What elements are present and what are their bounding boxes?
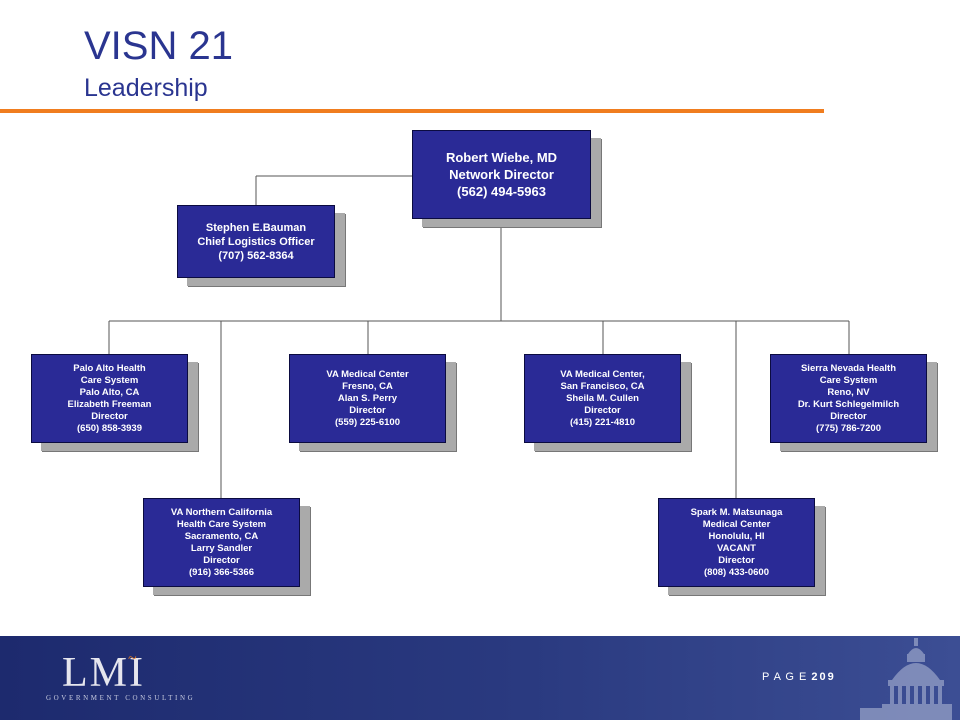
director-phone: (562) 494-5963 xyxy=(457,184,546,199)
facility-box-fresno: VA Medical Center Fresno, CA Alan S. Per… xyxy=(289,354,446,443)
facility-line: VA Northern California xyxy=(170,506,273,518)
facility-line: Fresno, CA xyxy=(342,380,393,392)
facility-line: (415) 221-4810 xyxy=(570,416,635,428)
footer-band xyxy=(0,636,960,720)
facility-line: Health Care System xyxy=(176,518,267,530)
facility-line: Medical Center xyxy=(702,518,771,530)
facility-line: VACANT xyxy=(717,542,756,554)
facility-line: Director xyxy=(584,404,621,416)
facility-line: San Francisco, CA xyxy=(560,380,645,392)
facility-line: (650) 858-3939 xyxy=(77,422,142,434)
logo-tilde-icon: ~ xyxy=(128,650,137,667)
facility-line: Reno, NV xyxy=(827,386,870,398)
page-subtitle: Leadership xyxy=(84,74,208,102)
facility-line: Dr. Kurt Schlegelmilch xyxy=(797,398,900,410)
chief-logistics-officer-box: Stephen E.Bauman Chief Logistics Officer… xyxy=(177,205,335,278)
lmi-logo: LMI xyxy=(62,650,145,696)
facility-box-palo-alto: Palo Alto Health Care System Palo Alto, … xyxy=(31,354,188,443)
director-name: Robert Wiebe, MD xyxy=(445,150,558,165)
facility-line: Palo Alto Health xyxy=(73,362,146,374)
facility-box-honolulu: Spark M. Matsunaga Medical Center Honolu… xyxy=(658,498,815,587)
facility-line: Director xyxy=(349,404,386,416)
network-director-box: Robert Wiebe, MD Network Director (562) … xyxy=(412,130,591,219)
facility-box-san-francisco: VA Medical Center, San Francisco, CA She… xyxy=(524,354,681,443)
facility-line: (916) 366-5366 xyxy=(189,566,254,578)
org-connectors xyxy=(108,175,850,498)
staff-phone: (707) 562-8364 xyxy=(218,249,294,262)
facility-line: Sierra Nevada Health xyxy=(800,362,897,374)
facility-line: Director xyxy=(830,410,867,422)
facility-line: Care System xyxy=(80,374,139,386)
page-word: P A G E xyxy=(762,671,808,683)
facility-line: Director xyxy=(91,410,128,422)
facility-line: Sheila M. Cullen xyxy=(566,392,639,404)
capitol-dome-icon xyxy=(860,638,952,720)
facility-line: Sacramento, CA xyxy=(184,530,259,542)
director-title: Network Director xyxy=(449,167,554,182)
title-divider xyxy=(0,109,824,113)
facility-line: (808) 433-0600 xyxy=(704,566,769,578)
facility-line: Alan S. Perry xyxy=(337,392,398,404)
facility-line: Director xyxy=(203,554,240,566)
facility-line: (775) 786-7200 xyxy=(816,422,881,434)
logo-tagline: GOVERNMENT CONSULTING xyxy=(46,694,196,702)
facility-line: VA Medical Center xyxy=(326,368,409,380)
facility-line: (559) 225-6100 xyxy=(335,416,400,428)
facility-line: Spark M. Matsunaga xyxy=(690,506,783,518)
facility-line: Director xyxy=(718,554,755,566)
page-number: 209 xyxy=(811,671,836,683)
facility-line: Care System xyxy=(819,374,878,386)
facility-line: Palo Alto, CA xyxy=(79,386,140,398)
facility-box-northern-california: VA Northern California Health Care Syste… xyxy=(143,498,300,587)
facility-line: Larry Sandler xyxy=(190,542,253,554)
facility-line: Elizabeth Freeman xyxy=(67,398,152,410)
staff-title: Chief Logistics Officer xyxy=(197,235,315,248)
facility-line: Honolulu, HI xyxy=(708,530,765,542)
staff-name: Stephen E.Bauman xyxy=(205,221,307,234)
facility-box-sierra-nevada: Sierra Nevada Health Care System Reno, N… xyxy=(770,354,927,443)
facility-line: VA Medical Center, xyxy=(560,368,645,380)
page-title: VISN 21 xyxy=(84,24,233,68)
page-number-label: P A G E 209 xyxy=(762,671,836,683)
